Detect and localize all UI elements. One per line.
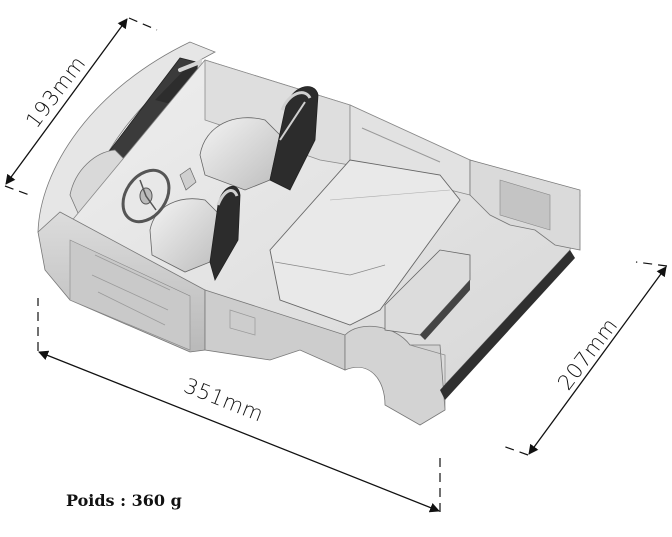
steering-wheel (121, 168, 171, 224)
dimension-207 (499, 261, 668, 456)
dimension-351 (37, 298, 441, 513)
seat-far (199, 86, 319, 191)
weight-label: Poids : 360 g (66, 491, 182, 510)
chassis-illustration (37, 41, 581, 426)
dimension-193 (4, 17, 158, 197)
rear-bench (269, 159, 461, 326)
seat-near (149, 185, 241, 282)
